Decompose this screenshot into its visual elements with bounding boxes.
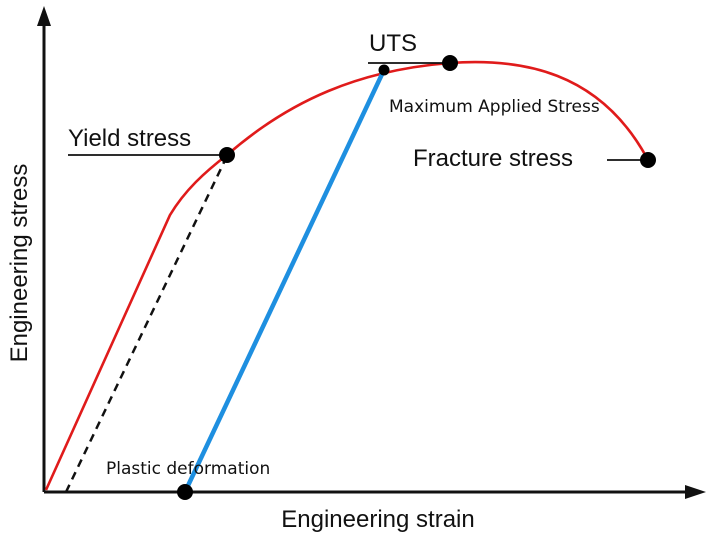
- yield-point: [219, 147, 235, 163]
- uts-label: UTS: [369, 30, 417, 57]
- yield-stress-label: Yield stress: [68, 125, 191, 152]
- stress-strain-curve: [44, 60, 650, 491]
- plastic-deformation-label: Plastic deformation: [106, 459, 270, 479]
- plastic-deformation-point: [177, 484, 193, 500]
- fracture-point: [640, 152, 656, 168]
- y-axis-arrow: [37, 6, 51, 26]
- y-axis-title: Engineering stress: [6, 164, 33, 363]
- x-axis-title: Engineering strain: [281, 506, 474, 533]
- fracture-stress-label: Fracture stress: [413, 145, 573, 172]
- max-applied-stress-label: Maximum Applied Stress: [389, 97, 600, 117]
- uts-point: [442, 55, 458, 71]
- offset-line: [64, 155, 229, 493]
- unloading-line: [182, 69, 387, 493]
- x-axis-arrow: [685, 485, 706, 499]
- max-applied-stress-point: [378, 64, 390, 76]
